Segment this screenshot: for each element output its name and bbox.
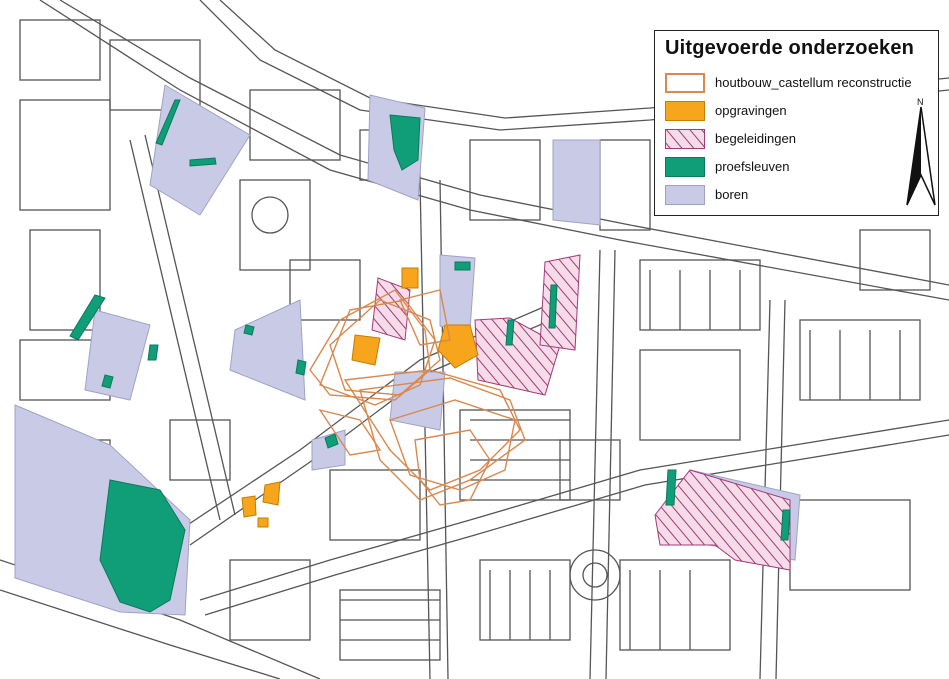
legend-item-begeleidingen: begeleidingen: [665, 129, 935, 149]
opgravingen-areas: [241, 267, 479, 528]
legend-title: Uitgevoerde onderzoeken: [665, 37, 915, 59]
legend-swatch-houtbouw: [665, 73, 705, 93]
legend-label: opgravingen: [715, 103, 787, 118]
legend-swatch-opgravingen: [665, 101, 705, 121]
north-label: N: [917, 97, 924, 107]
legend-label: begeleidingen: [715, 131, 796, 146]
legend-swatch-boren: [665, 185, 705, 205]
legend-item-proefsleuven: proefsleuven: [665, 157, 935, 177]
legend-label: proefsleuven: [715, 159, 790, 174]
legend: Uitgevoerde onderzoeken houtbouw_castell…: [654, 30, 939, 216]
legend-label: boren: [715, 187, 749, 202]
legend-swatch-proefsleuven: [665, 157, 705, 177]
legend-item-boren: boren: [665, 185, 935, 205]
castellum-reconstruction: [309, 289, 526, 506]
begeleidingen-areas: [371, 254, 791, 571]
legend-swatch-begeleidingen: [665, 129, 705, 149]
legend-label: houtbouw_castellum reconstructie: [715, 75, 912, 90]
proefsleuven-areas: [69, 99, 791, 613]
legend-item-opgravingen: opgravingen: [665, 101, 935, 121]
legend-item-houtbouw: houtbouw_castellum reconstructie: [665, 73, 935, 93]
north-arrow-icon: [906, 106, 936, 206]
